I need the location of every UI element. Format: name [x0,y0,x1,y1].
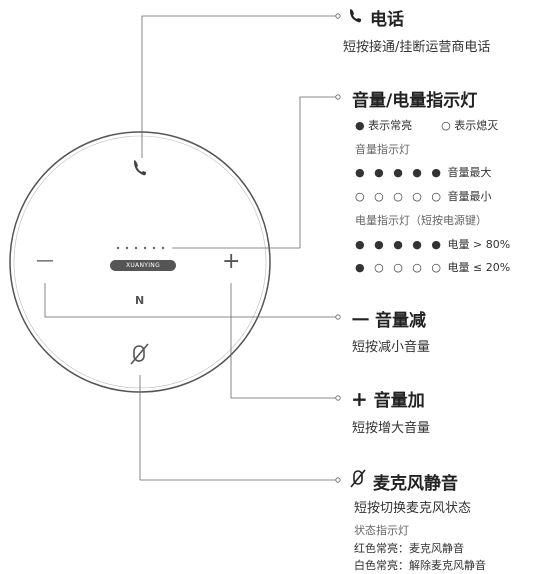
legend-row: ● 表示常亮 ○ 表示熄灭 [355,117,498,133]
vol-up-callout-line [230,283,336,399]
indicator-callout-line [172,96,336,249]
vol-down-callout-line [44,283,336,318]
call-desc: 短按接通/挂断运营商电话 [343,40,491,55]
volume-indicator-heading: 音量指示灯 [355,143,410,156]
device-mic-mute-icon [130,343,149,365]
vol-up-desc: 短按增大音量 [352,421,431,436]
vol-down-title: 一音量减 [352,306,426,331]
battery-low-label: 电量 ≤ 20% [447,261,511,274]
battery-high-row: ● ● ● ● ● 电量 > 80% [355,236,510,252]
device-indicator-dots [116,246,165,250]
battery-indicator-heading: 电量指示灯（短按电源键） [355,214,487,227]
volume-max-label: 音量最大 [447,166,492,179]
mic-title: 麦克风静音 [373,474,458,494]
mic-mute-title-icon [350,469,366,488]
vol-down-desc: 短按减小音量 [352,340,431,355]
volume-min-row: ○ ○ ○ ○ ○ 音量最小 [355,188,491,204]
filled-dot-icon: ● [355,119,365,132]
battery-high-label: 电量 > 80% [447,238,511,251]
plus-icon: + [351,387,368,411]
callout-endpoints [335,13,341,483]
device-plus-button[interactable]: + [222,249,241,274]
brand-label: XUANYING [110,260,176,271]
legend-on-text: 表示常亮 [368,119,413,132]
battery-high-dots: ● ● ● ● ● [355,238,444,251]
battery-low-row: ● ○ ○ ○ ○ 电量 ≤ 20% [355,259,510,275]
call-title: 电话 [370,10,404,30]
callout-lines [44,15,336,481]
vol-down-title-text: 音量减 [375,311,426,331]
mic-white-status: 白色常亮：解除麦克风静音 [354,559,486,572]
mic-desc: 短按切换麦克风状态 [354,501,472,516]
volume-min-label: 音量最小 [447,190,492,203]
minus-icon: 一 [352,311,369,331]
legend-off-text: 表示熄灭 [454,119,499,132]
call-callout-line [141,15,336,158]
mic-status-heading: 状态指示灯 [354,524,409,537]
volume-max-row: ● ● ● ● ● 音量最大 [355,164,491,180]
battery-low-dots: ● ○ ○ ○ ○ [355,261,444,274]
vol-up-title: +音量加 [351,386,425,411]
volume-max-dots: ● ● ● ● ● [355,166,444,179]
mic-red-status: 红色常亮：麦克风静音 [354,542,464,555]
phone-title-icon [350,9,361,23]
phone-device-icon [134,160,146,176]
device-minus-button[interactable]: — [36,250,54,271]
mic-callout-line [139,375,336,481]
hollow-dot-icon: ○ [441,119,451,132]
vol-up-title-text: 音量加 [373,391,425,411]
indicator-title: 音量/电量指示灯 [352,91,478,111]
nfc-icon: N [135,294,145,307]
volume-min-dots: ○ ○ ○ ○ ○ [355,190,444,203]
